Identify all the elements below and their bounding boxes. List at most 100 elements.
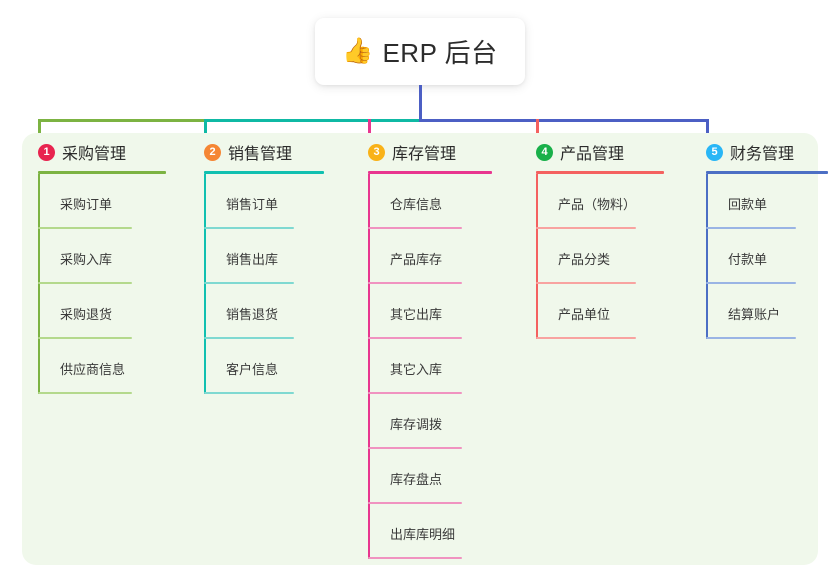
connector-drop-1 — [38, 119, 41, 143]
module-title: 采购管理 — [62, 146, 127, 163]
connector-drop-4 — [536, 119, 539, 143]
module-stem — [204, 174, 206, 394]
module-item-rule — [204, 227, 294, 229]
module-item[interactable]: 回款单 — [690, 174, 830, 229]
module-item-label: 产品库存 — [390, 252, 443, 267]
module-title: 销售管理 — [228, 146, 293, 163]
connector-drop-3 — [368, 119, 371, 143]
module-item-label: 采购订单 — [60, 197, 113, 212]
module-number-badge: 1 — [38, 143, 55, 161]
module-header-rule — [536, 171, 664, 174]
module-item[interactable]: 仓库信息 — [352, 174, 518, 229]
module-item-label: 出库库明细 — [390, 527, 456, 542]
module-item-rule — [38, 227, 132, 229]
module-stem — [706, 174, 708, 339]
module-item-rule — [204, 282, 294, 284]
module-item-label: 采购入库 — [60, 252, 113, 267]
module-stem — [536, 174, 538, 339]
module-number-badge: 4 — [536, 143, 553, 161]
module-item[interactable]: 采购退货 — [22, 284, 184, 339]
module-item-label: 库存调拨 — [390, 417, 443, 432]
module-item-rule — [204, 337, 294, 339]
module-header-rule — [38, 171, 166, 174]
module-item[interactable]: 销售退货 — [188, 284, 350, 339]
module-title: 财务管理 — [730, 146, 795, 163]
module-item[interactable]: 出库库明细 — [352, 504, 518, 559]
module-item[interactable]: 采购订单 — [22, 174, 184, 229]
modules-panel — [22, 133, 818, 565]
module-item-rule — [38, 392, 132, 394]
module-item-rule — [368, 282, 462, 284]
module-header-rule — [204, 171, 324, 174]
connector-bus-seg-2 — [204, 119, 420, 122]
module-item-rule — [368, 227, 462, 229]
module-stem — [38, 174, 40, 394]
connector-bus-seg-1 — [38, 119, 205, 122]
module-item[interactable]: 其它出库 — [352, 284, 518, 339]
module-item[interactable]: 销售订单 — [188, 174, 350, 229]
module-item-rule — [706, 337, 796, 339]
connector-bus-seg-3 — [419, 119, 709, 122]
module-item[interactable]: 产品单位 — [520, 284, 690, 339]
module-item[interactable]: 其它入库 — [352, 339, 518, 394]
module-header-3[interactable]: 3 库存管理 — [352, 133, 518, 171]
module-item[interactable]: 结算账户 — [690, 284, 830, 339]
module-title: 库存管理 — [392, 146, 457, 163]
module-item-label: 销售退货 — [226, 307, 279, 322]
module-item[interactable]: 产品分类 — [520, 229, 690, 284]
module-number-badge: 3 — [368, 143, 385, 161]
module-item[interactable]: 客户信息 — [188, 339, 350, 394]
module-item-label: 其它出库 — [390, 307, 443, 322]
module-item-rule — [368, 557, 462, 559]
module-header-4[interactable]: 4 产品管理 — [520, 133, 690, 171]
module-item-label: 回款单 — [728, 197, 768, 212]
module-column-1: 1 采购管理采购订单采购入库采购退货供应商信息 — [22, 133, 184, 394]
module-item-rule — [38, 337, 132, 339]
module-item[interactable]: 采购入库 — [22, 229, 184, 284]
module-item-label: 付款单 — [728, 252, 768, 267]
module-item[interactable]: 销售出库 — [188, 229, 350, 284]
module-item-rule — [368, 502, 462, 504]
module-item-label: 客户信息 — [226, 362, 279, 377]
module-header-2[interactable]: 2 销售管理 — [188, 133, 350, 171]
module-item[interactable]: 付款单 — [690, 229, 830, 284]
module-item-label: 产品单位 — [558, 307, 611, 322]
module-item[interactable]: 供应商信息 — [22, 339, 184, 394]
module-stem — [368, 174, 370, 559]
module-number-badge: 2 — [204, 143, 221, 161]
module-column-4: 4 产品管理产品（物料） 产品分类产品单位 — [520, 133, 690, 339]
root-node-erp-backend[interactable]: 👍 ERP 后台 — [315, 18, 525, 85]
module-item-label: 销售订单 — [226, 197, 279, 212]
module-item-rule — [38, 282, 132, 284]
module-item-label: 仓库信息 — [390, 197, 443, 212]
module-item[interactable]: 产品（物料） — [520, 174, 690, 229]
module-item[interactable]: 产品库存 — [352, 229, 518, 284]
module-header-rule — [368, 171, 492, 174]
module-item-label: 产品分类 — [558, 252, 611, 267]
module-item-rule — [368, 447, 462, 449]
connector-drop-2 — [204, 119, 207, 143]
module-header-rule — [706, 171, 828, 174]
module-column-2: 2 销售管理销售订单销售出库销售退货客户信息 — [188, 133, 350, 394]
module-column-3: 3 库存管理仓库信息产品库存其它出库其它入库库存调拨库存盘点出库库明细 — [352, 133, 518, 559]
module-header-1[interactable]: 1 采购管理 — [22, 133, 184, 171]
module-item[interactable]: 库存调拨 — [352, 394, 518, 449]
connector-drop-5 — [706, 119, 709, 143]
module-item-label: 销售出库 — [226, 252, 279, 267]
module-item-rule — [536, 227, 636, 229]
module-item-label: 结算账户 — [728, 307, 781, 322]
module-item-label: 库存盘点 — [390, 472, 443, 487]
module-item-label: 产品（物料） — [558, 197, 637, 212]
module-item-label: 其它入库 — [390, 362, 443, 377]
module-item-label: 供应商信息 — [60, 362, 126, 377]
thumbs-up-icon: 👍 — [342, 37, 374, 65]
module-item-rule — [536, 337, 636, 339]
module-title: 产品管理 — [560, 146, 625, 163]
module-item[interactable]: 库存盘点 — [352, 449, 518, 504]
module-item-rule — [368, 392, 462, 394]
module-item-rule — [368, 337, 462, 339]
module-item-rule — [204, 392, 294, 394]
